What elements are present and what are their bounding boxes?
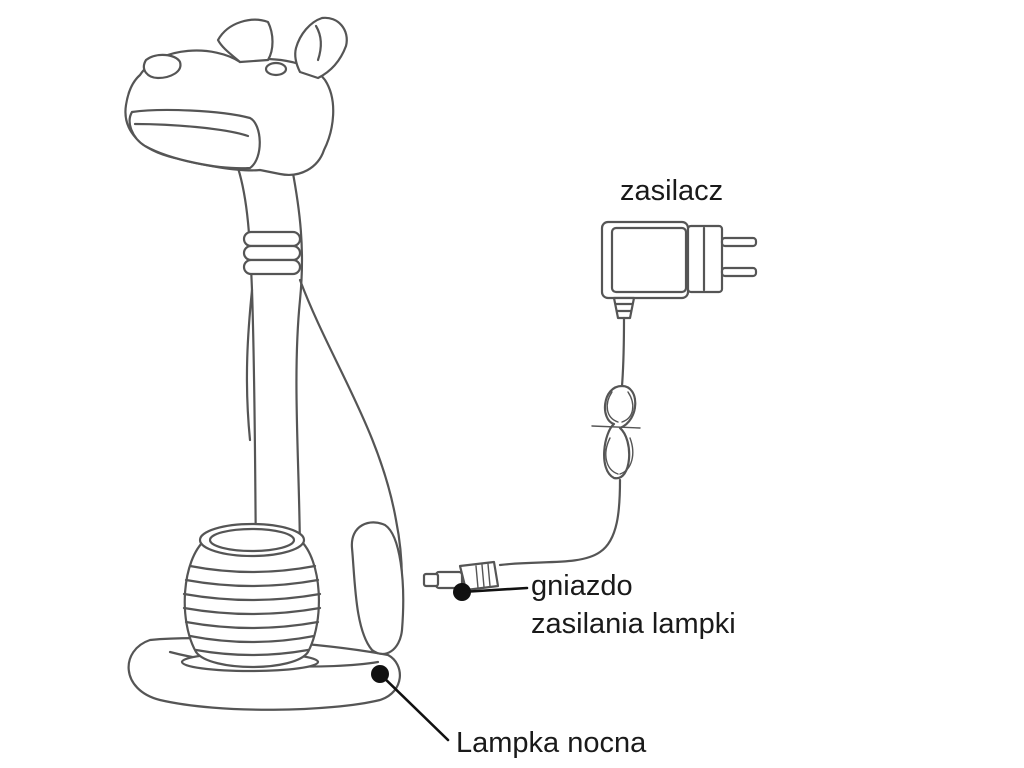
power-adapter-illustration — [600, 220, 758, 320]
power-cable — [422, 316, 641, 592]
socket-label-line2: zasilania lampki — [531, 608, 736, 640]
lamp-ear-left — [216, 18, 274, 64]
lamp-pot — [183, 538, 321, 669]
night-lamp-illustration — [124, 16, 405, 711]
leader-socket — [453, 583, 529, 601]
lamp-tail — [350, 521, 405, 655]
pot-ribs — [182, 564, 322, 657]
adapter-label: zasilacz — [620, 175, 724, 207]
leader-lamp — [371, 665, 450, 742]
lamp-label: Lampka nocna — [456, 727, 647, 759]
socket-label-line1: gniazdo — [531, 570, 633, 602]
